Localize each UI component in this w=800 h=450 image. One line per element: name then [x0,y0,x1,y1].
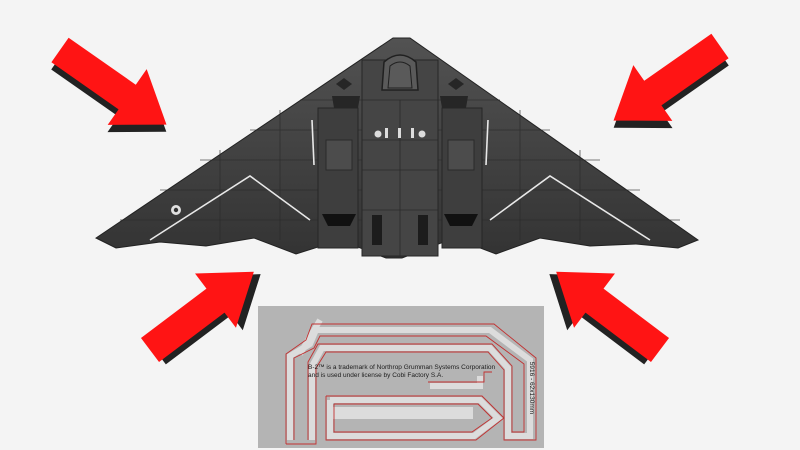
bomber-model [95,37,700,259]
engine-exhausts [322,214,478,226]
cockpit-canopy [381,54,419,91]
sticker-trademark-notice: B-2™ is a trademark of Northrop Grumman … [308,364,508,380]
sticker-stripes [285,318,537,445]
roundel-marking [171,205,181,215]
arrow-bottom-right [549,271,670,365]
arrow-bottom-left [140,271,261,365]
engine-intakes [332,78,468,108]
sticker-sheet [258,306,544,448]
arrow-top-left [51,37,167,133]
trademark-line-1: B-2™ is a trademark of Northrop Grumman … [308,364,496,371]
sticker-sheet-code: 5916 - 62x130mm [528,361,535,415]
trademark-line-2: and is used under license by Cobi Factor… [308,372,444,379]
pointer-arrows [51,33,729,365]
wing-stripe-decals [149,119,651,241]
arrow-top-right [613,33,729,129]
